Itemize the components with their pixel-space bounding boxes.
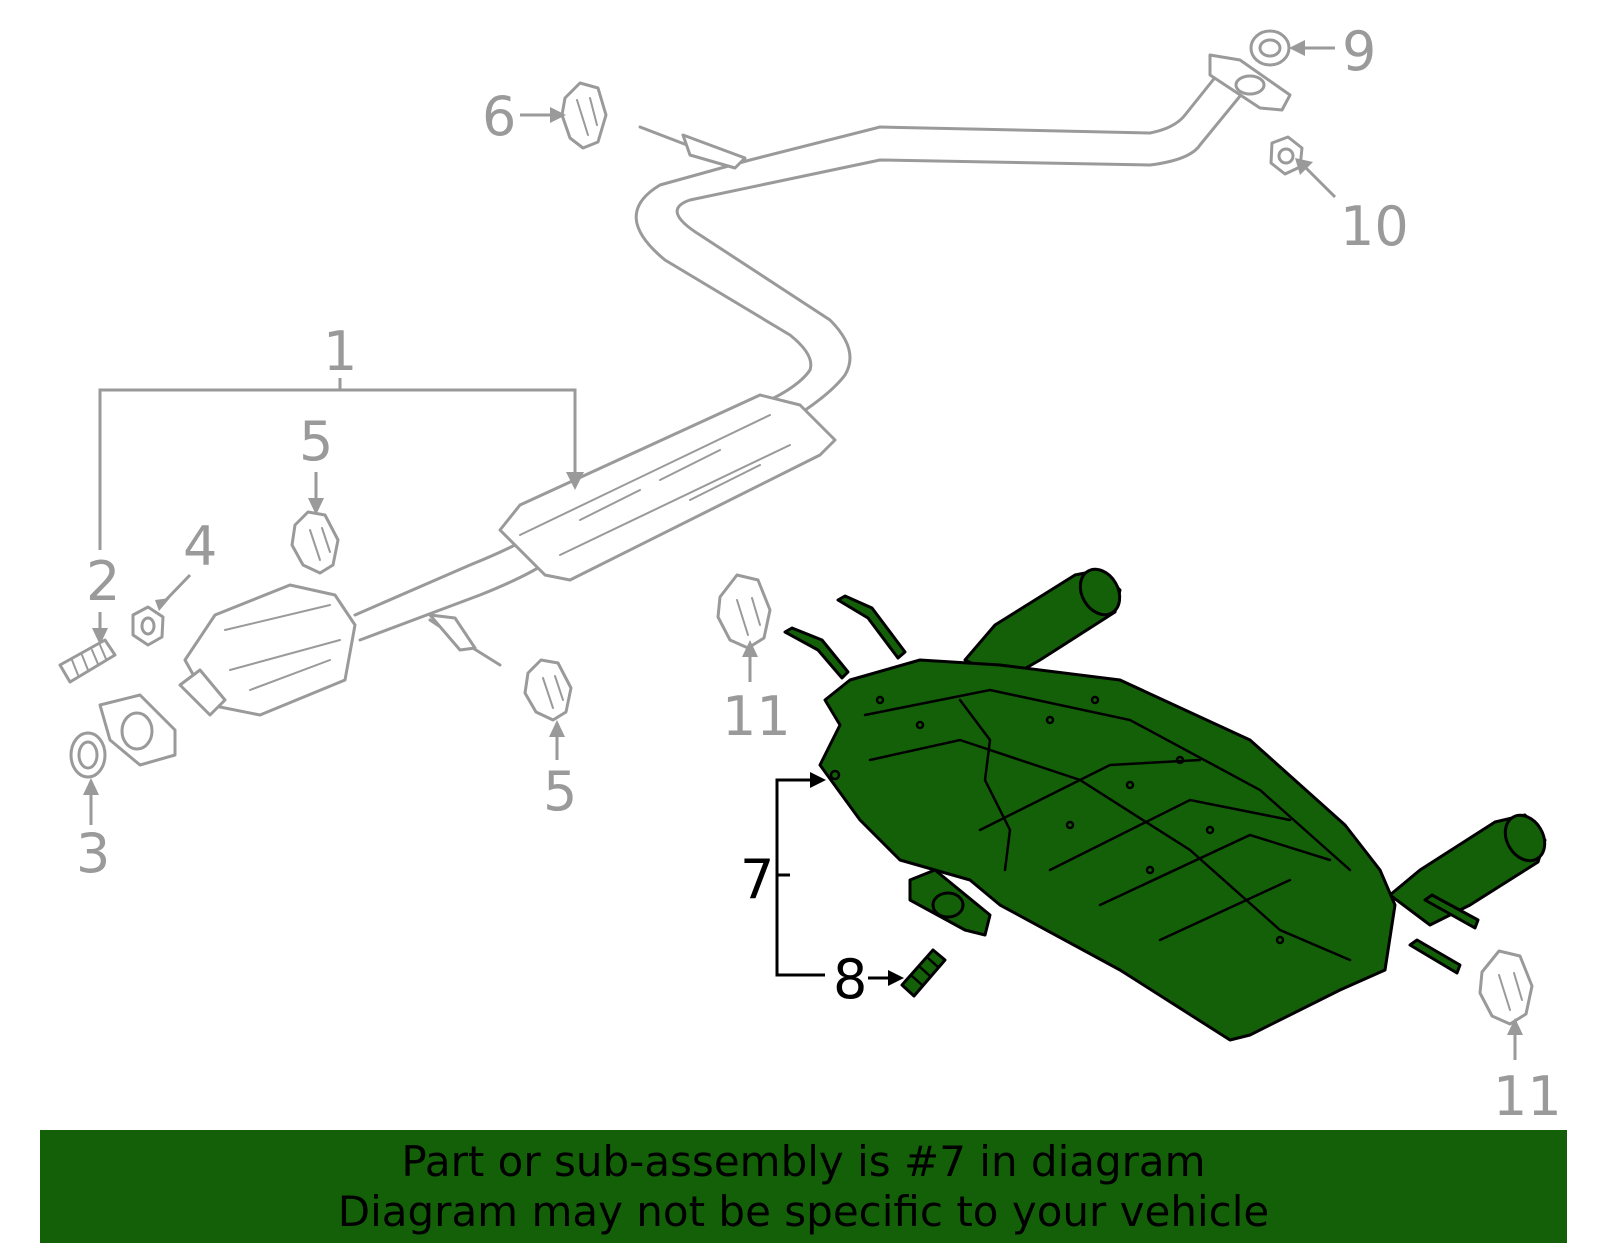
banner-line-1: Part or sub-assembly is #7 in diagram [401,1136,1206,1186]
insulator-part-6 [560,81,608,150]
stud-bolt-part-8 [900,948,947,998]
callout-4: 4 [183,515,217,578]
banner-line-2: Diagram may not be specific to your vehi… [337,1186,1270,1236]
callout-5-upper: 5 [299,410,333,473]
leader-lines-dark [775,772,904,986]
callout-11-upper: 11 [722,685,791,748]
callout-10: 10 [1340,195,1409,258]
callout-8: 8 [833,948,867,1011]
callout-2: 2 [86,550,120,613]
leader-lines [83,40,1523,1060]
callout-7: 7 [740,848,774,911]
gasket-part-3 [69,731,107,779]
stud-bolt-part-2 [58,638,117,684]
callout-6: 6 [482,85,516,148]
insulator-part-5-upper [290,510,340,575]
gasket-part-9 [1249,29,1291,67]
insulator-part-11-lower [1478,949,1534,1026]
nut-part-4 [131,605,165,647]
front-pipe-assembly [98,53,1292,767]
callout-9: 9 [1342,20,1376,83]
insulator-part-5-lower [523,658,573,722]
insulator-part-11-upper [716,573,772,650]
callout-5-lower: 5 [543,760,577,823]
callout-11-lower: 11 [1493,1065,1562,1128]
callout-3: 3 [76,822,110,885]
muffler-assembly-part-7 [783,567,1547,1042]
notice-banner: Part or sub-assembly is #7 in diagram Di… [40,1130,1567,1243]
nut-part-10 [1269,135,1304,176]
callout-1: 1 [323,320,357,383]
